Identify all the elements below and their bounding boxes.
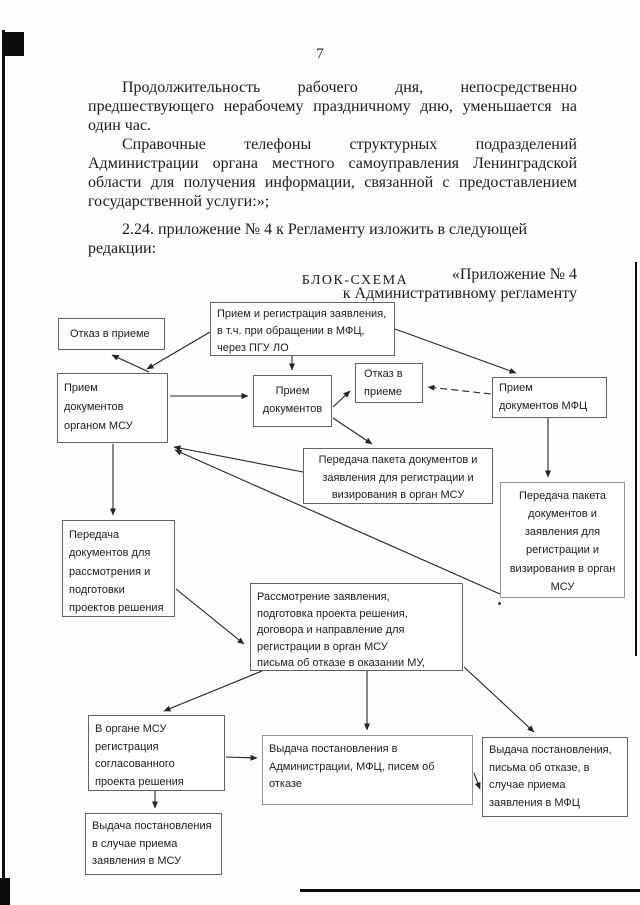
edge-prep-to-review — [175, 588, 245, 645]
node-documents-intake: Прием документов — [253, 375, 332, 427]
edge-mfc-to-refusal-center — [427, 384, 492, 395]
node-issue-admin-mfc: Выдача постановления в Администрации, МФ… — [262, 735, 473, 805]
edge-review-to-issue-mfc — [463, 666, 535, 733]
scan-bottom-line — [300, 889, 640, 892]
node-intake-registration: Прием и регистрация заявления, в т.ч. пр… — [210, 302, 395, 356]
scan-right-edge-line — [635, 262, 637, 656]
edge-review-to-registration — [163, 670, 263, 712]
node-issue-msu: Выдача постановления в случае приема зая… — [85, 813, 222, 875]
edge-msu-to-refusal-left — [111, 354, 150, 373]
scan-left-edge-line — [2, 30, 5, 892]
node-package-transfer-right: Передача пакета документов и заявления д… — [500, 482, 625, 598]
edge-registration-to-msu — [146, 331, 211, 370]
scan-blob-top-left — [3, 32, 24, 56]
node-msu-registration: В органе МСУ регистрация согласованного … — [88, 715, 225, 791]
annex-line-2: к Административному регламенту — [342, 285, 577, 302]
node-issue-mfc: Выдача постановления, письма об отказе, … — [482, 737, 628, 817]
paragraph-phones: Справочные телефоны структурных подразде… — [88, 136, 577, 210]
node-mfc-documents: Прием документов МФЦ — [492, 377, 607, 418]
edge-transfer-right-to-msu — [174, 449, 501, 595]
scan-bottom-left-corner — [0, 878, 10, 905]
edge-intake-to-transfer-center — [332, 417, 373, 445]
node-review: Рассмотрение заявления, подготовка проек… — [250, 583, 463, 671]
body-text: Продолжительность рабочего дня, непосред… — [88, 78, 577, 303]
flowchart-title: БЛОК-СХЕМА — [301, 273, 409, 288]
edge-intake-to-refusal-center — [332, 390, 351, 408]
scan-dot — [498, 602, 501, 605]
annex-line-1: «Приложение № 4 — [451, 266, 577, 283]
node-msu-documents: Прием документов органом МСУ — [57, 373, 168, 443]
paragraph-2-24: 2.24. приложение № 4 к Регламенту изложи… — [88, 221, 528, 257]
node-refusal-center: Отказ в приеме — [355, 363, 423, 403]
page-number: 7 — [316, 46, 324, 62]
edge-registration-to-issue-admin — [225, 754, 258, 761]
node-refusal-left: Отказ в приеме — [58, 318, 165, 350]
node-transfer-for-review: Передача документов для рассмотрения и п… — [62, 520, 175, 617]
edge-transfer-center-to-msu — [173, 445, 304, 473]
node-package-transfer-center: Передача пакета документов и заявления д… — [303, 448, 493, 504]
edge-registration-to-mfc — [394, 328, 517, 374]
annex-heading: «Приложение № 4 к Административному регл… — [88, 265, 577, 303]
paragraph-working-day: Продолжительность рабочего дня, непосред… — [88, 79, 577, 134]
edge-issue-admin-to-issue-mfc — [473, 772, 481, 790]
